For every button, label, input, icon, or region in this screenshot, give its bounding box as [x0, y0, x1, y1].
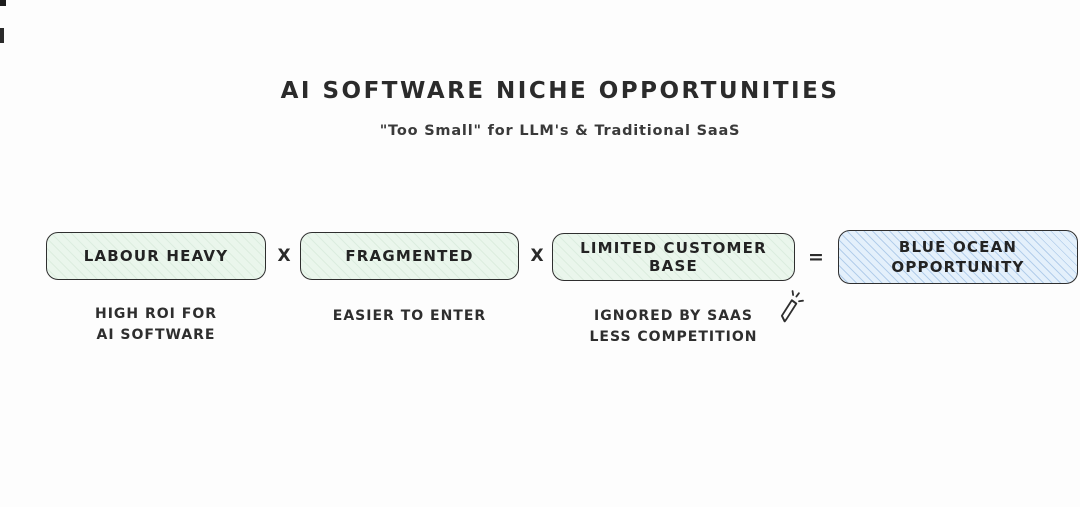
caption-line: EASIER TO ENTER — [332, 308, 487, 324]
factor-box-label: LIMITED CUSTOMER BASE — [580, 239, 767, 275]
caption-line: IGNORED BY SAAS — [594, 308, 753, 324]
factor-box-fragmented: FRAGMENTED — [300, 232, 519, 280]
caption-line: LESS COMPETITION — [589, 329, 758, 345]
caption-limited-customer-base: IGNORED BY SAAS LESS COMPETITION — [552, 306, 795, 348]
caption-line: AI SOFTWARE — [96, 327, 216, 343]
multiply-operator-1: X — [277, 246, 291, 266]
factor-box-label: FRAGMENTED — [345, 247, 474, 265]
screen-edge-artifact-top — [0, 0, 6, 6]
diagram-subtitle: "Too Small" for LLM's & Traditional SaaS — [379, 123, 741, 139]
caption-fragmented: EASIER TO ENTER — [300, 306, 519, 327]
pen-cursor-icon — [767, 289, 808, 330]
result-box-blue-ocean: BLUE OCEAN OPPORTUNITY — [838, 230, 1078, 284]
diagram-title: AI SOFTWARE NICHE OPPORTUNITIES — [280, 78, 840, 104]
multiply-operator-2: X — [530, 246, 544, 266]
result-box-label-line2: OPPORTUNITY — [891, 258, 1025, 276]
caption-line: HIGH ROI FOR — [94, 306, 218, 322]
result-box-label-line1: BLUE OCEAN — [898, 238, 1018, 256]
screen-edge-artifact-left — [0, 28, 4, 43]
equals-operator: = — [808, 246, 824, 268]
factor-box-limited-customer-base: LIMITED CUSTOMER BASE — [552, 233, 795, 281]
caption-labour-heavy: HIGH ROI FOR AI SOFTWARE — [46, 304, 266, 346]
factor-box-labour-heavy: LABOUR HEAVY — [46, 232, 266, 280]
factor-box-label: LABOUR HEAVY — [83, 247, 229, 265]
